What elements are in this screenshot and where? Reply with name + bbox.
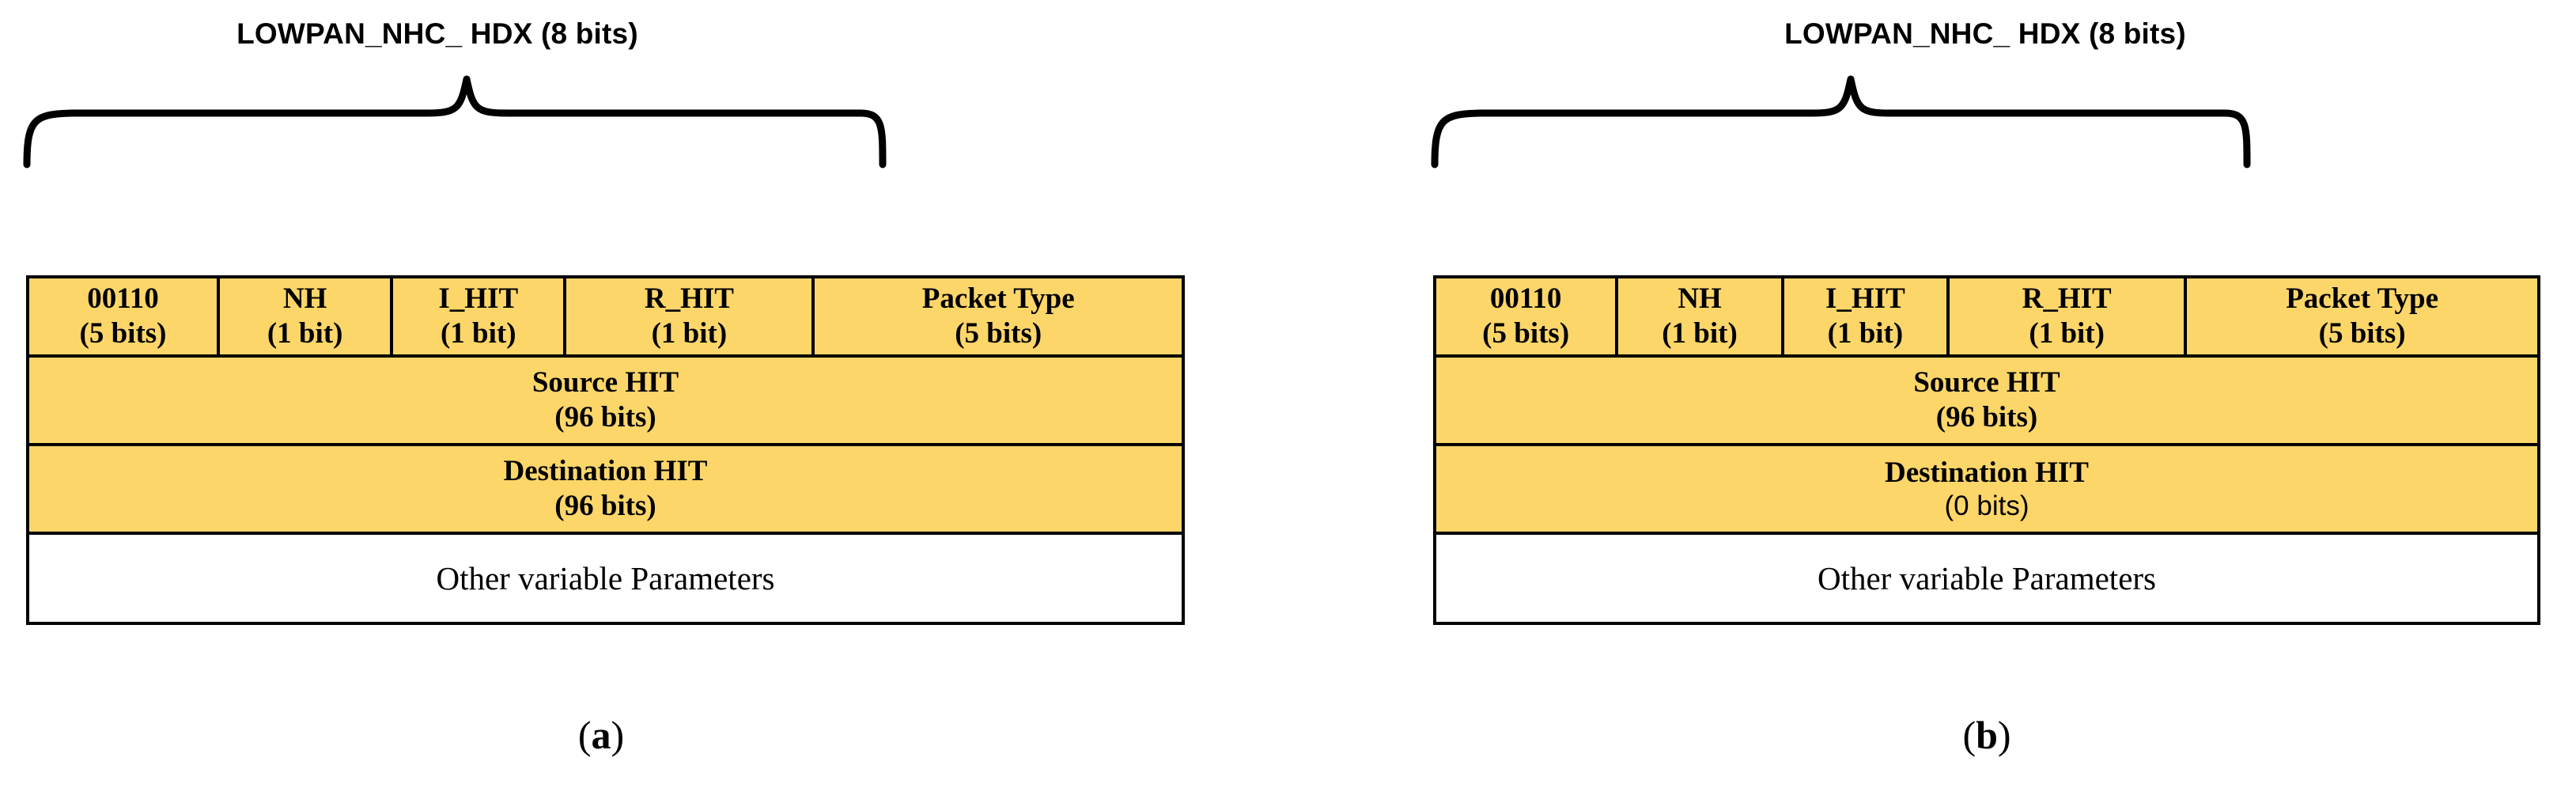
panel-b-sub-label-close: ) [1997,713,2011,757]
cell-next-header: NH (1 bit) [1615,275,1784,358]
cell-next-header-label: NH [1678,282,1722,316]
cell-responder-hit-flag: R_HIT (1 bit) [1946,275,2188,358]
cell-destination-hit: Destination HIT (96 bits) [26,443,1185,535]
cell-value: 00110 (5 bits) [25,275,221,358]
cell-initiator-hit-flag-bits: (1 bit) [440,317,516,350]
cell-initiator-hit-flag: I_HIT (1 bit) [1780,275,1950,358]
panel-b-sub-label-open: ( [1962,713,1976,757]
table-row-header-fields: 00110 (5 bits) NH (1 bit) I_HIT (1 bit) … [1432,275,2540,358]
cell-value-label: 00110 [1489,282,1562,316]
cell-packet-type: Packet Type (5 bits) [811,275,1185,358]
table-row-other-parameters: Other variable Parameters [26,532,1185,625]
cell-responder-hit-flag-label: R_HIT [644,282,734,316]
cell-initiator-hit-flag: I_HIT (1 bit) [390,275,567,358]
cell-packet-type-bits: (5 bits) [2318,317,2406,350]
cell-destination-hit-label: Destination HIT [1884,456,2089,489]
cell-next-header-bits: (1 bit) [267,317,343,350]
cell-next-header: NH (1 bit) [217,275,394,358]
panel-b-sub-label: (b) [1433,712,2540,758]
cell-value-bits: (5 bits) [79,317,167,350]
panel-b-sub-label-letter: b [1976,713,1998,757]
cell-packet-type-bits: (5 bits) [955,317,1042,350]
cell-other-parameters: Other variable Parameters [26,532,1185,625]
panel-a-title: LOWPAN_NHC_ HDX (8 bits) [236,17,638,50]
cell-destination-hit-bits: (96 bits) [554,490,656,522]
cell-value-label: 00110 [87,282,159,316]
panel-a: LOWPAN_NHC_ HDX (8 bits) 00110 (5 bits) [0,17,1202,758]
cell-initiator-hit-flag-label: I_HIT [438,282,519,316]
cell-next-header-bits: (1 bit) [1662,317,1738,350]
cell-destination-hit: Destination HIT (0 bits) [1433,443,2540,535]
panel-a-brace [23,75,887,169]
cell-responder-hit-flag-bits: (1 bit) [651,317,728,350]
panel-b-packet-table: 00110 (5 bits) NH (1 bit) I_HIT (1 bit) … [1432,275,2540,625]
panel-a-packet-table: 00110 (5 bits) NH (1 bit) I_HIT (1 bit) … [25,275,1185,625]
cell-other-parameters: Other variable Parameters [1433,532,2540,625]
panel-a-sub-label-close: ) [611,713,625,757]
cell-destination-hit-label: Destination HIT [503,455,708,488]
cell-packet-type-label: Packet Type [2286,282,2439,316]
cell-initiator-hit-flag-label: I_HIT [1825,282,1905,316]
table-row-source-hit: Source HIT (96 bits) [1433,354,2540,446]
table-row-destination-hit: Destination HIT (0 bits) [1433,443,2540,535]
cell-source-hit: Source HIT (96 bits) [26,354,1185,446]
cell-initiator-hit-flag-bits: (1 bit) [1827,317,1904,350]
table-row-other-parameters: Other variable Parameters [1433,532,2540,625]
panel-a-sub-label: (a) [0,712,1202,758]
cell-source-hit: Source HIT (96 bits) [1433,354,2540,446]
cell-responder-hit-flag-label: R_HIT [2022,282,2112,316]
cell-source-hit-label: Source HIT [1913,366,2060,400]
panel-b: LOWPAN_NHC_ HDX (8 bits) 00110 (5 bits) [1288,0,2576,799]
panel-a-sub-label-open: ( [577,713,592,757]
cell-packet-type: Packet Type (5 bits) [2184,275,2540,358]
cell-source-hit-label: Source HIT [531,366,679,400]
cell-responder-hit-flag: R_HIT (1 bit) [563,275,815,358]
cell-value: 00110 (5 bits) [1432,275,1619,358]
table-row-header-fields: 00110 (5 bits) NH (1 bit) I_HIT (1 bit) … [25,275,1185,358]
panel-b-title: LOWPAN_NHC_ HDX (8 bits) [1784,17,2186,50]
cell-next-header-label: NH [282,282,327,316]
cell-destination-hit-bits: (0 bits) [1944,490,2029,522]
cell-value-bits: (5 bits) [1482,317,1570,350]
table-row-source-hit: Source HIT (96 bits) [26,354,1185,446]
table-row-destination-hit: Destination HIT (96 bits) [26,443,1185,535]
cell-responder-hit-flag-bits: (1 bit) [2029,317,2105,350]
panel-b-brace [1431,75,2251,169]
cell-packet-type-label: Packet Type [921,282,1075,316]
cell-source-hit-bits: (96 bits) [1935,401,2038,434]
panel-a-sub-label-letter: a [591,713,611,757]
cell-source-hit-bits: (96 bits) [554,401,656,434]
